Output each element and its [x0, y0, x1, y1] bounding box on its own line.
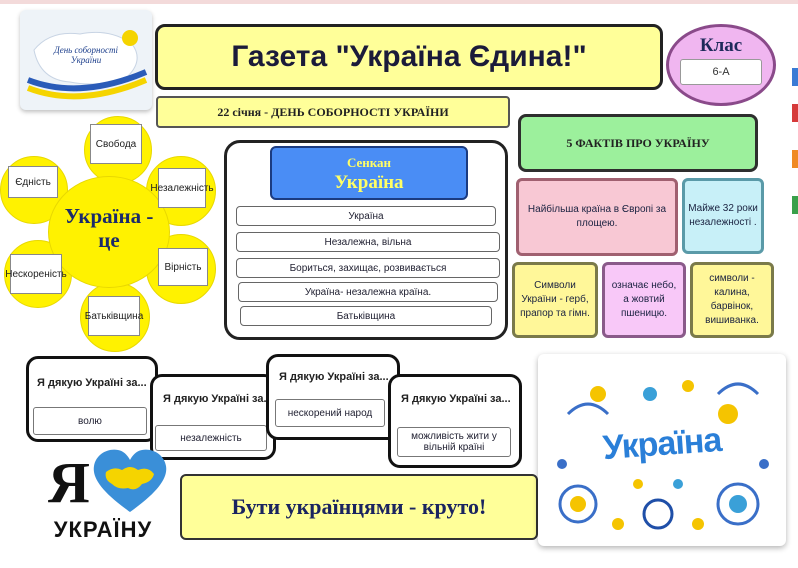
flower-center-text: Україна - це — [64, 204, 154, 252]
petal-text-2[interactable]: Незалежність — [150, 168, 214, 208]
logo-text: День соборності України — [44, 38, 128, 72]
facts-title: 5 ФАКТІВ ПРО УКРАЇНУ — [518, 114, 758, 172]
ya-letter: Я — [48, 449, 90, 515]
thanks-input-3[interactable]: нескорений народ — [275, 399, 385, 427]
sinkan-line-1[interactable]: Україна — [236, 206, 496, 226]
thanks-input-4[interactable]: можливість жити у вільній країні — [397, 427, 511, 457]
fact-4[interactable]: означає небо, а жовтий пшеницю. — [602, 262, 686, 338]
fact-2[interactable]: Майже 32 роки незалежності . — [682, 178, 764, 254]
edge-tab-orange[interactable] — [792, 150, 798, 168]
petal-text-1[interactable]: Свобода — [90, 124, 142, 164]
ornament-graphic — [557, 380, 769, 530]
unity-day-banner: 22 січня - ДЕНЬ СОБОРНОСТІ УКРАЇНИ — [156, 96, 510, 128]
sinkan-title: Сенкан Україна — [270, 146, 468, 200]
edge-tab-green[interactable] — [792, 196, 798, 214]
sinkan-title-line2: Україна — [334, 172, 404, 193]
ukraine-art-image: Україна — [538, 354, 786, 546]
sinkan-title-line1: Сенкан — [346, 155, 392, 170]
thanks-card-3: Я дякую Україні за... нескорений народ — [266, 354, 400, 440]
heart-icon — [93, 449, 167, 512]
thanks-input-1[interactable]: волю — [33, 407, 147, 435]
thanks-card-2: Я дякую Україні за... незалежність — [150, 374, 276, 460]
ukrainu-text: УКРАЇНУ — [53, 517, 153, 542]
day-of-unity-logo: День соборності України — [20, 10, 152, 110]
sinkan-line-4[interactable]: Україна- незалежна країна. — [238, 282, 498, 302]
cool-banner: Бути українцями - круто! — [180, 474, 538, 540]
fact-5[interactable]: символи - калина, барвінок, вишиванка. — [690, 262, 774, 338]
top-strip — [0, 0, 798, 4]
class-label: Клас — [699, 35, 743, 56]
thanks-card-4: Я дякую Україні за... можливість жити у … — [388, 374, 522, 468]
edge-tab-blue[interactable] — [792, 68, 798, 86]
petal-text-5[interactable]: Нескореність — [5, 254, 67, 294]
class-badge: Клас 6-А — [666, 24, 776, 106]
class-input[interactable]: 6-А — [680, 59, 762, 85]
sinkan-line-5[interactable]: Батьківщина — [240, 306, 492, 326]
sinkan-line-3[interactable]: Бориться, захищає, розвивається — [236, 258, 500, 278]
edge-tab-red[interactable] — [792, 104, 798, 122]
petal-text-3[interactable]: Вірність — [158, 248, 208, 286]
petal-text-6[interactable]: Єдність — [8, 166, 58, 198]
fact-1[interactable]: Найбільша країна в Європі за площею. — [516, 178, 678, 256]
thanks-label-1: Я дякую Україні за... — [37, 377, 147, 389]
thanks-label-2: Я дякую Україні за... — [163, 393, 273, 405]
thanks-input-2[interactable]: незалежність — [155, 425, 267, 451]
sinkan-line-2[interactable]: Незалежна, вільна — [236, 232, 500, 252]
newspaper-title: Газета "Україна Єдина!" — [155, 24, 663, 90]
thanks-label-3: Я дякую Україні за... — [279, 371, 389, 383]
flower-center — [48, 176, 170, 288]
thanks-label-4: Я дякую Україні за... — [401, 393, 511, 405]
petal-text-4[interactable]: Батьківщина — [85, 296, 143, 336]
thanks-card-1: Я дякую Україні за... волю — [26, 356, 158, 442]
fact-3[interactable]: Символи України - герб, прапор та гімн. — [512, 262, 598, 338]
